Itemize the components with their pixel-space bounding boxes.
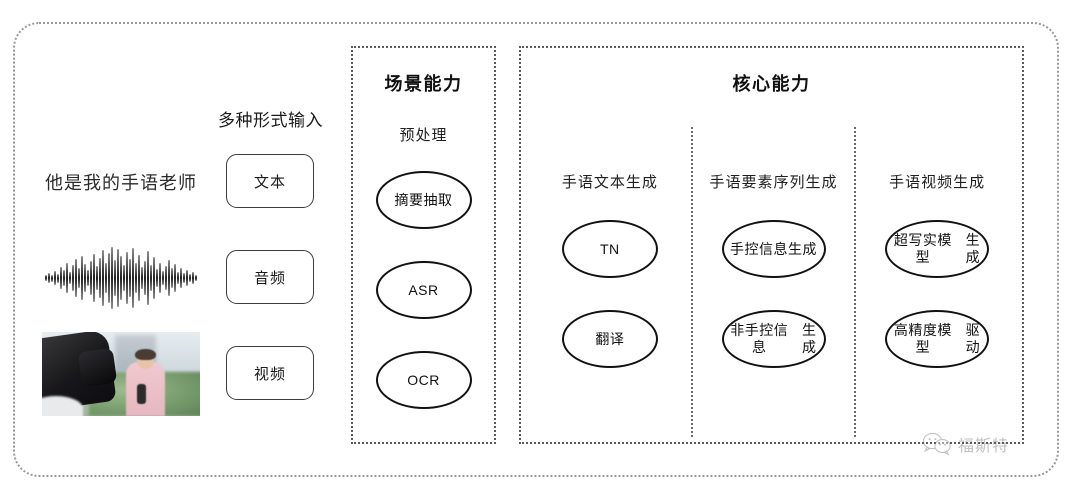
core-column-label: 手语视频生成: [889, 174, 986, 191]
core-column-sign-text-generation: 手语文本生成 TN 翻译: [529, 127, 691, 437]
core-node-list: 手控信息生成 非手控信息生成: [721, 220, 826, 368]
scene-capability-column: 预处理 摘要抽取 ASR OCR: [353, 124, 494, 409]
scene-node[interactable]: 摘要抽取: [375, 171, 472, 229]
scene-capability-group: 场景能力 预处理 摘要抽取 ASR OCR: [351, 46, 496, 444]
input-row-video: 视频: [30, 332, 330, 416]
modality-chip-video[interactable]: 视频: [226, 346, 314, 400]
audio-waveform-icon: [32, 247, 210, 309]
audio-waveform-slot: [30, 236, 212, 320]
core-node-list: 超写实模型生成 高精度模型驱动: [885, 220, 990, 368]
inputs-region: 多种形式输入 他是我的手语老师 文本 音频: [30, 90, 330, 420]
core-column-sign-element-sequence-generation: 手语要素序列生成 手控信息生成 非手控信息生成: [690, 127, 855, 437]
core-column-label: 手语文本生成: [561, 174, 658, 191]
core-node-list: TN 翻译: [561, 220, 658, 368]
watermark: 福斯特: [922, 432, 1009, 456]
core-node[interactable]: 手控信息生成: [721, 220, 826, 278]
core-column-sign-video-generation: 手语视频生成 超写实模型生成 高精度模型驱动: [854, 127, 1018, 437]
core-node[interactable]: 超写实模型生成: [885, 220, 990, 278]
diagram-outer-frame: [13, 22, 1059, 477]
scene-capability-title: 场景能力: [384, 74, 463, 94]
core-column-label: 手语要素序列生成: [709, 174, 838, 191]
scene-node[interactable]: OCR: [375, 351, 472, 409]
watermark-text: 福斯特: [958, 438, 1010, 455]
text-sample-sentence: 他是我的手语老师: [45, 173, 197, 193]
scene-node[interactable]: ASR: [375, 261, 472, 319]
core-node[interactable]: 非手控信息生成: [721, 310, 826, 368]
core-capability-columns: 手语文本生成 TN 翻译 手语要素序列生成 手控信息生成 非手控信息生成 手语视…: [529, 127, 1018, 437]
text-sample-slot: 他是我的手语老师: [30, 140, 212, 224]
modality-chip-audio[interactable]: 音频: [226, 250, 314, 304]
scene-node-list: 摘要抽取 ASR OCR: [353, 171, 494, 409]
wechat-icon: [922, 432, 951, 456]
scene-column-label: 预处理: [399, 127, 448, 144]
input-row-text: 他是我的手语老师 文本: [30, 140, 330, 224]
video-thumbnail-slot: [30, 332, 212, 416]
core-node[interactable]: 翻译: [561, 310, 658, 368]
video-thumbnail-image: [42, 332, 200, 416]
core-capability-group: 核心能力 手语文本生成 TN 翻译 手语要素序列生成 手控信息生成 非手控信息生…: [519, 46, 1024, 444]
input-row-audio: 音频: [30, 236, 330, 320]
core-node[interactable]: TN: [561, 220, 658, 278]
core-node[interactable]: 高精度模型驱动: [885, 310, 990, 368]
modality-chip-text[interactable]: 文本: [226, 154, 314, 208]
core-capability-title: 核心能力: [732, 74, 811, 94]
multi-input-section-label: 多种形式输入: [218, 111, 323, 130]
